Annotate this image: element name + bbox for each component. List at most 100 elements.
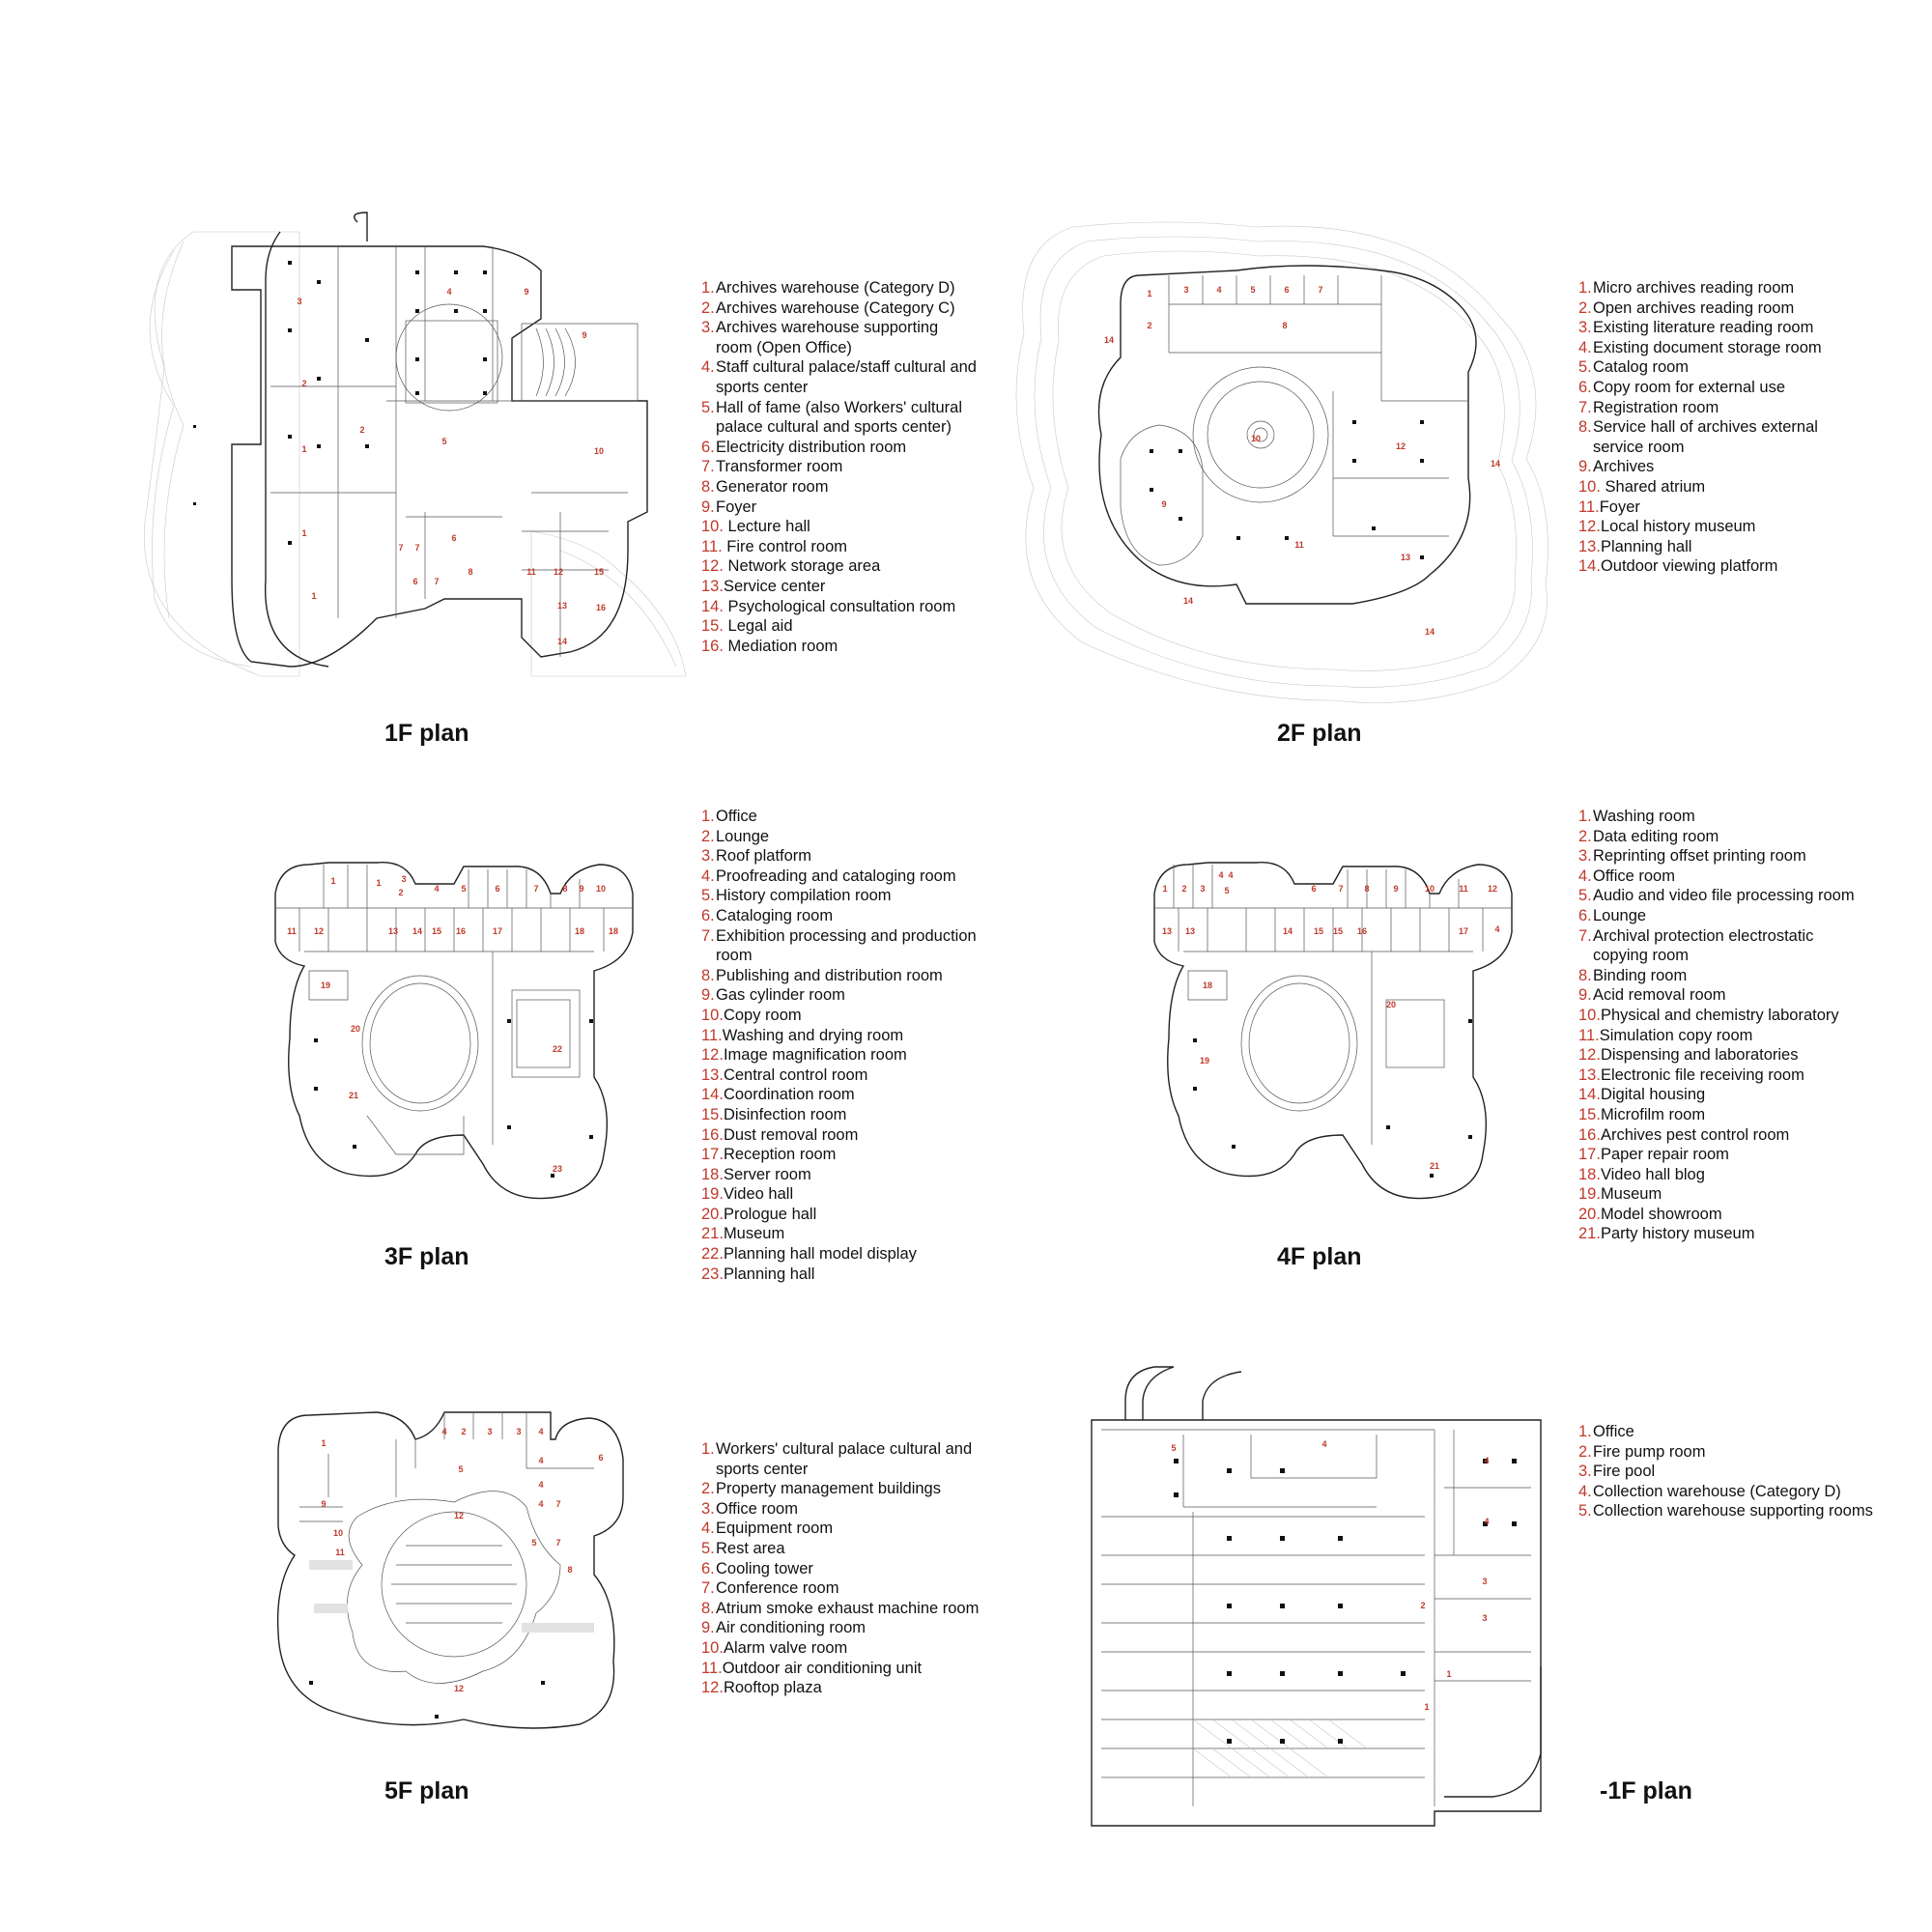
room-label: 18: [609, 926, 618, 936]
room-label: 4: [1321, 1439, 1326, 1449]
room-label: 5: [458, 1464, 463, 1474]
legend-item: 7.Conference room: [701, 1579, 839, 1598]
room-label: 19: [321, 980, 330, 990]
room-label: 7: [555, 1499, 560, 1509]
legend-item: 19.Video hall: [701, 1185, 794, 1204]
room-label: 1: [311, 591, 316, 601]
room-label: 4: [1484, 1517, 1489, 1526]
room-label: 19: [1200, 1056, 1209, 1065]
legend-item: 2.Archives warehouse (Category C): [701, 298, 955, 317]
legend-item: 4.Existing document storage room: [1578, 338, 1822, 356]
room-label: 2: [1147, 321, 1151, 330]
legend-item: 3.Existing literature reading room: [1578, 319, 1814, 337]
legend-item: 2.Lounge: [701, 827, 770, 845]
legend-item: 4.Office room: [1578, 867, 1675, 885]
room-label: 1: [321, 1438, 326, 1448]
legend-item: 3.Fire pool: [1578, 1463, 1656, 1481]
legend-item: 15.Disinfection room: [701, 1105, 847, 1123]
legend-item: 4.Proofreading and cataloging room: [701, 867, 956, 885]
legend-item: 10. Shared atrium: [1578, 477, 1706, 496]
room-label: 1: [1424, 1702, 1429, 1712]
room-label: 13: [1401, 553, 1410, 562]
room-label: 11: [335, 1548, 345, 1557]
legend-item: 14. Psychological consultation room: [701, 597, 956, 615]
legend-item: 15.Microfilm room: [1578, 1105, 1706, 1123]
legend-item: 10. Lecture hall: [701, 518, 810, 536]
room-label: 11: [526, 567, 536, 577]
legend-item: 9.Air conditioning room: [701, 1619, 866, 1637]
legend-item: 19.Museum: [1578, 1185, 1662, 1204]
room-label: 4: [538, 1456, 543, 1465]
legend-item: 10.Physical and chemistry laboratory: [1578, 1006, 1839, 1024]
room-label: 11: [287, 926, 297, 936]
room-label: 2: [359, 425, 364, 435]
plan-5f: 1 4 2 3 3 4 5 4 6 4 4 7 12 9 10 11 5 7 8…: [270, 1401, 657, 1768]
legend-item: 1.Micro archives reading room: [1578, 279, 1795, 297]
room-label: 6: [1311, 884, 1316, 894]
room-label: 6: [451, 533, 456, 543]
legend-item: 20.Prologue hall: [701, 1205, 817, 1223]
room-label: 5: [531, 1538, 536, 1548]
room-label: 10: [333, 1528, 343, 1538]
legend-item: 3.Roof platform: [701, 847, 812, 866]
legend-item: 13.Electronic file receiving room: [1578, 1065, 1804, 1084]
legend-item: 7.Registration room: [1578, 398, 1719, 416]
legend-item: 1.Archives warehouse (Category D): [701, 279, 955, 297]
room-label: 9: [524, 287, 528, 297]
room-label: 8: [468, 567, 472, 577]
room-label: 9: [1393, 884, 1398, 894]
room-label: 16: [1357, 926, 1367, 936]
legend-item: 9.Gas cylinder room: [701, 986, 845, 1005]
legend-item: 12.Local history museum: [1578, 518, 1756, 536]
room-label: 20: [351, 1024, 360, 1034]
room-label: 5: [1224, 886, 1229, 895]
room-label: 9: [1161, 499, 1166, 509]
room-label: 1: [1147, 289, 1151, 298]
room-label: 22: [553, 1044, 562, 1054]
room-label: 2: [1420, 1601, 1425, 1610]
legend-item: 6.Lounge: [1578, 906, 1647, 924]
plan-4f: 1 2 3 4 4 5 6 7 8 9 10 11 12 13 13 14 15…: [1150, 855, 1536, 1222]
legend-item: 11.Outdoor air conditioning unit: [701, 1659, 923, 1677]
room-label: 15: [1314, 926, 1323, 936]
room-label: 12: [1396, 441, 1406, 451]
legend-item: 17.Reception room: [701, 1146, 837, 1164]
legend-item: 8.Binding room: [1578, 966, 1688, 984]
legend-item: 18.Server room: [701, 1165, 811, 1183]
room-label: 1: [330, 876, 335, 886]
legend-item: 8.Generator room: [701, 477, 829, 496]
legend-item: 5.Collection warehouse supporting rooms: [1578, 1502, 1873, 1520]
room-label: 4: [441, 1427, 446, 1436]
legend-item: 3.Reprinting offset printing room: [1578, 847, 1806, 866]
room-label: 14: [1183, 596, 1193, 606]
room-label: 6: [495, 884, 499, 894]
room-label: 3: [1200, 884, 1205, 894]
room-label: 17: [1459, 926, 1468, 936]
floor-plan-1f-drawing: 3 4 9 9 2 2 1 5 10 1 6 7 7 1 6 7 8 11 12…: [143, 212, 687, 677]
room-label: 5: [461, 884, 466, 894]
room-label: 10: [594, 446, 604, 456]
plan-2f: 1 3 4 5 6 7 2 8 14 10 12 9 14 11 13 14 1…: [1014, 217, 1575, 720]
room-label: 4: [446, 287, 451, 297]
legend-item: 9.Archives: [1578, 458, 1655, 476]
room-label: 1: [301, 528, 306, 538]
legend-b1: 1.Office 2.Fire pump room 3.Fire pool 4.…: [1578, 1422, 1873, 1521]
room-label: 7: [533, 884, 538, 894]
room-label: 4: [434, 884, 439, 894]
room-label: 14: [1283, 926, 1293, 936]
room-label: 20: [1386, 1000, 1396, 1009]
legend-item: 14.Coordination room: [701, 1086, 855, 1104]
room-label: 12: [1488, 884, 1497, 894]
room-label: 14: [412, 926, 422, 936]
room-label: 15: [1333, 926, 1343, 936]
room-label: 15: [594, 567, 604, 577]
legend-item: 2.Property management buildings: [701, 1480, 941, 1498]
room-label: 1: [1162, 884, 1167, 894]
plan-title-5f: 5F plan: [384, 1777, 469, 1804]
legend-item: 10.Alarm valve room: [701, 1638, 848, 1657]
plan-1f: 3 4 9 9 2 2 1 5 10 1 6 7 7 1 6 7 8 11 12…: [135, 212, 696, 686]
room-label: 9: [582, 330, 586, 340]
room-label: 12: [554, 567, 563, 577]
room-label: 14: [1425, 627, 1435, 637]
room-label: 5: [1171, 1443, 1176, 1453]
